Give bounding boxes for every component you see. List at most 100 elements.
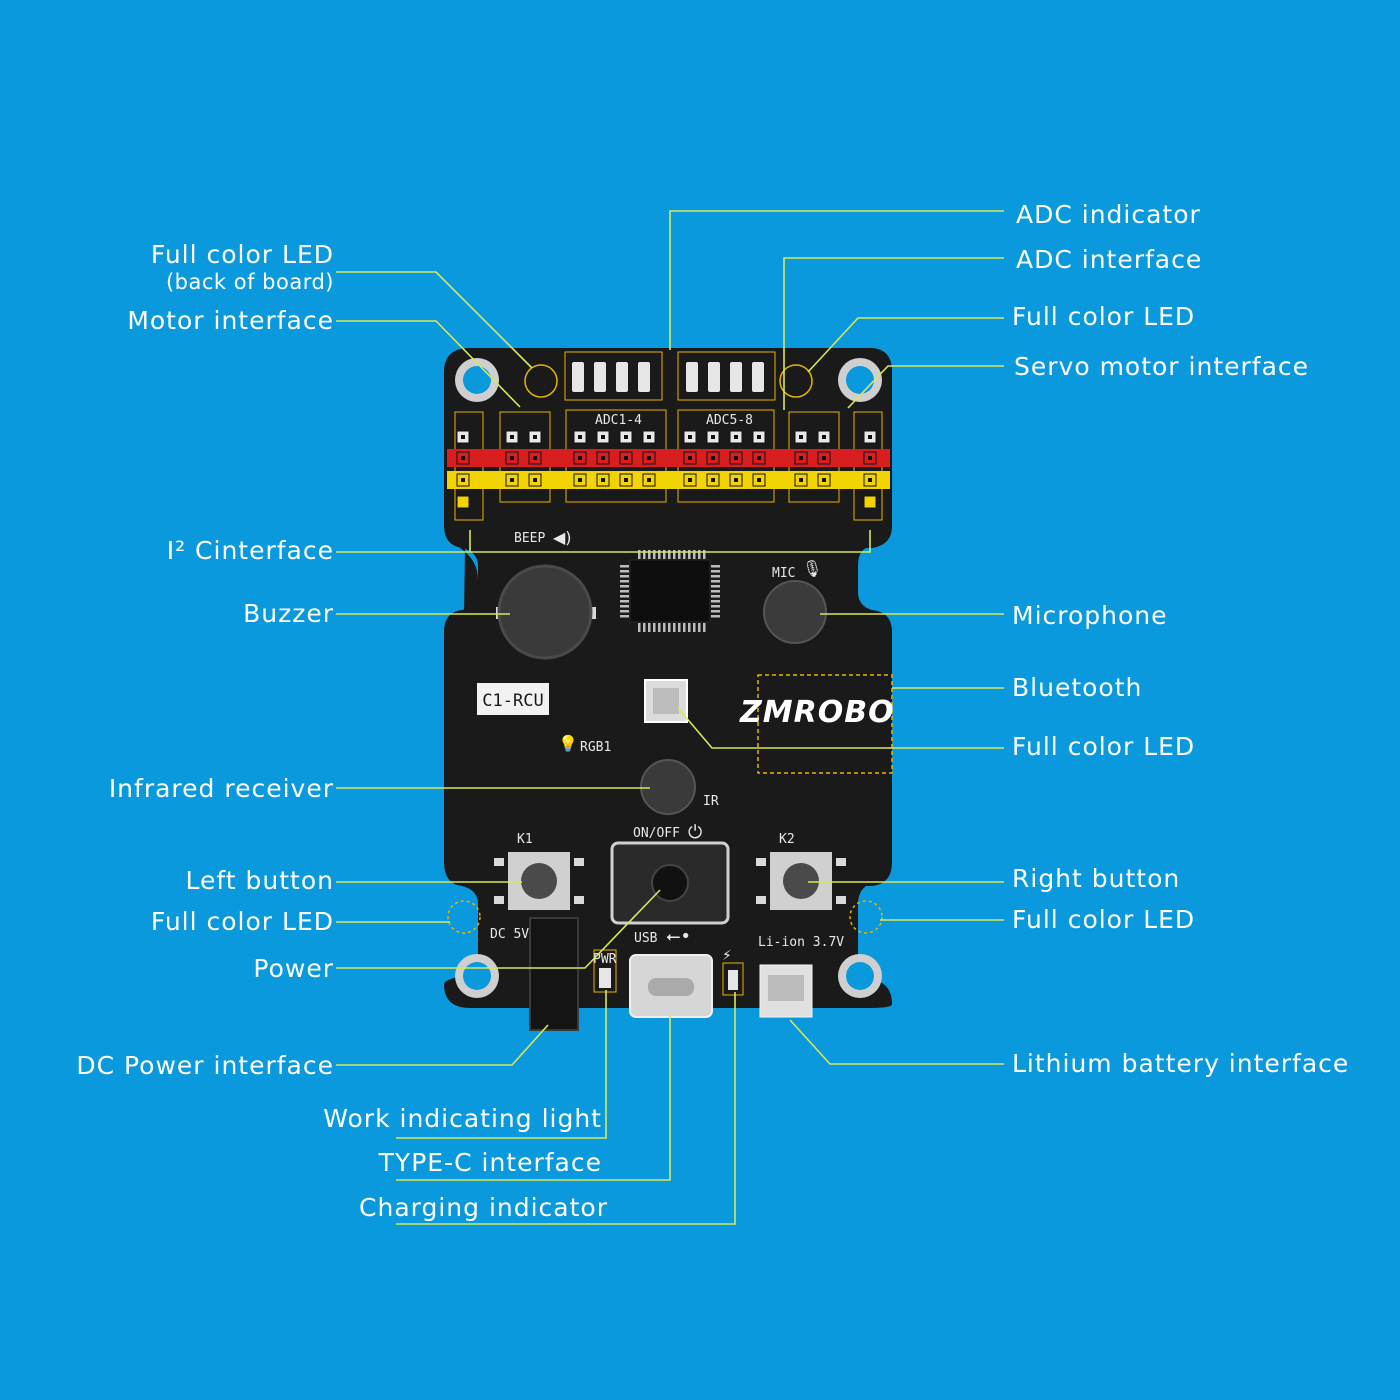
chip-pin: [653, 623, 656, 632]
dc-jack-component: [529, 917, 579, 1031]
header-pin-hole: [647, 478, 651, 482]
chip-pin: [673, 550, 676, 559]
left-button-component: [494, 852, 584, 910]
header-pin-hole: [601, 435, 605, 439]
header-pin-hole: [624, 435, 628, 439]
silk-battery: Li-ion 3.7V: [758, 935, 844, 950]
pin-header-rows: [447, 430, 890, 509]
chip-pin: [688, 550, 691, 559]
label-left-button: Left button: [185, 866, 334, 895]
label-adc-indicator: ADC indicator: [1016, 200, 1201, 229]
label-full-color-led-bottom-right: Full color LED: [1012, 905, 1196, 934]
bluetooth-module-area: [757, 674, 893, 774]
chip-pin: [620, 615, 629, 618]
charging-led-component: [722, 962, 744, 996]
chip-pin: [711, 590, 720, 593]
header-pin-hole: [647, 456, 651, 460]
header-pin-hole: [822, 456, 826, 460]
chip-pin: [711, 565, 720, 568]
chip-pin: [648, 623, 651, 632]
label-full-color-led-top-right: Full color LED: [1012, 302, 1196, 331]
chip-pin: [638, 623, 641, 632]
chip-pin: [711, 615, 720, 618]
header-pin-hole: [461, 478, 465, 482]
header-pin-hole: [711, 478, 715, 482]
header-pin-hole: [822, 435, 826, 439]
chip-pin: [620, 590, 629, 593]
label-adc-interface: ADC interface: [1016, 245, 1203, 274]
chip-pin: [698, 623, 701, 632]
silk-pwr: PWR: [593, 952, 617, 967]
silk-onoff: ON/OFF: [633, 826, 680, 841]
silk-adc1: ADC1-4: [595, 413, 642, 428]
chip-pin: [643, 550, 646, 559]
chip-pin: [711, 600, 720, 603]
label-microphone: Microphone: [1012, 601, 1168, 630]
chip-pin: [663, 550, 666, 559]
header-pin-hole: [533, 456, 537, 460]
header-pin-hole: [799, 456, 803, 460]
chip-pin: [693, 623, 696, 632]
header-pin-hole: [461, 456, 465, 460]
red-pin-stripe: [447, 449, 890, 467]
header-pin-hole: [578, 478, 582, 482]
microphone-component: [763, 580, 827, 644]
chip-pin: [620, 570, 629, 573]
header-pin-hole: [624, 478, 628, 482]
chip-pin: [693, 550, 696, 559]
power-switch-component: [610, 841, 730, 925]
chip-pin: [620, 580, 629, 583]
chip-pin: [673, 623, 676, 632]
header-pin-hole: [647, 435, 651, 439]
header-pin-hole: [461, 435, 465, 439]
buzzer-component: [496, 564, 596, 660]
chip-pin: [620, 610, 629, 613]
silk-usb: USB: [634, 931, 658, 946]
chip-pin: [648, 550, 651, 559]
silk-beep: BEEP: [514, 531, 545, 546]
header-pin-hole: [510, 478, 514, 482]
chip-pin: [711, 610, 720, 613]
charge-icon: ⚡: [722, 948, 732, 964]
power-icon: ⏻: [688, 822, 702, 843]
chip-pin: [678, 623, 681, 632]
chip-pin: [711, 570, 720, 573]
silk-dc: DC 5V: [490, 927, 529, 942]
label-full-color-led-back: Full color LED (back of board): [151, 240, 334, 294]
label-full-color-led-bottom-left: Full color LED: [150, 907, 334, 936]
chip-pin: [688, 623, 691, 632]
speaker-icon: ◀): [553, 528, 572, 547]
module-label: C1-RCU: [482, 691, 543, 711]
right-button-component: [756, 852, 846, 910]
adc-indicator-leds: [572, 362, 764, 392]
header-pin-hole: [578, 456, 582, 460]
header-pin-hole: [868, 435, 872, 439]
chip-pin: [620, 585, 629, 588]
header-pin: [863, 495, 877, 509]
chip-pin: [678, 550, 681, 559]
usb-icon: ⭠•: [666, 926, 691, 947]
rgb-led-bottom-left-marker: [447, 900, 481, 934]
silk-adc2: ADC5-8: [706, 413, 753, 428]
label-subtext: (back of board): [165, 270, 334, 294]
label-i2c-interface: I² Cinterface: [166, 536, 334, 565]
chip-pin: [668, 623, 671, 632]
label-lithium-battery-interface: Lithium battery interface: [1012, 1049, 1350, 1078]
brand-logo: ZMROBO: [739, 695, 895, 730]
board-body: [444, 348, 892, 1008]
header-pin-hole: [624, 456, 628, 460]
label-text: Full color LED: [150, 240, 334, 269]
mic-icon: 🎙: [802, 559, 822, 578]
header-pin-hole: [868, 478, 872, 482]
chip-pin: [658, 623, 661, 632]
header-pin-hole: [822, 478, 826, 482]
header-pin-hole: [868, 456, 872, 460]
chip-pin: [668, 550, 671, 559]
header-pin-hole: [533, 478, 537, 482]
label-servo-motor-interface: Servo motor interface: [1014, 352, 1310, 381]
header-pin-hole: [757, 456, 761, 460]
chip-pin: [620, 605, 629, 608]
label-motor-interface: Motor interface: [127, 306, 334, 335]
chip-pin: [703, 550, 706, 559]
